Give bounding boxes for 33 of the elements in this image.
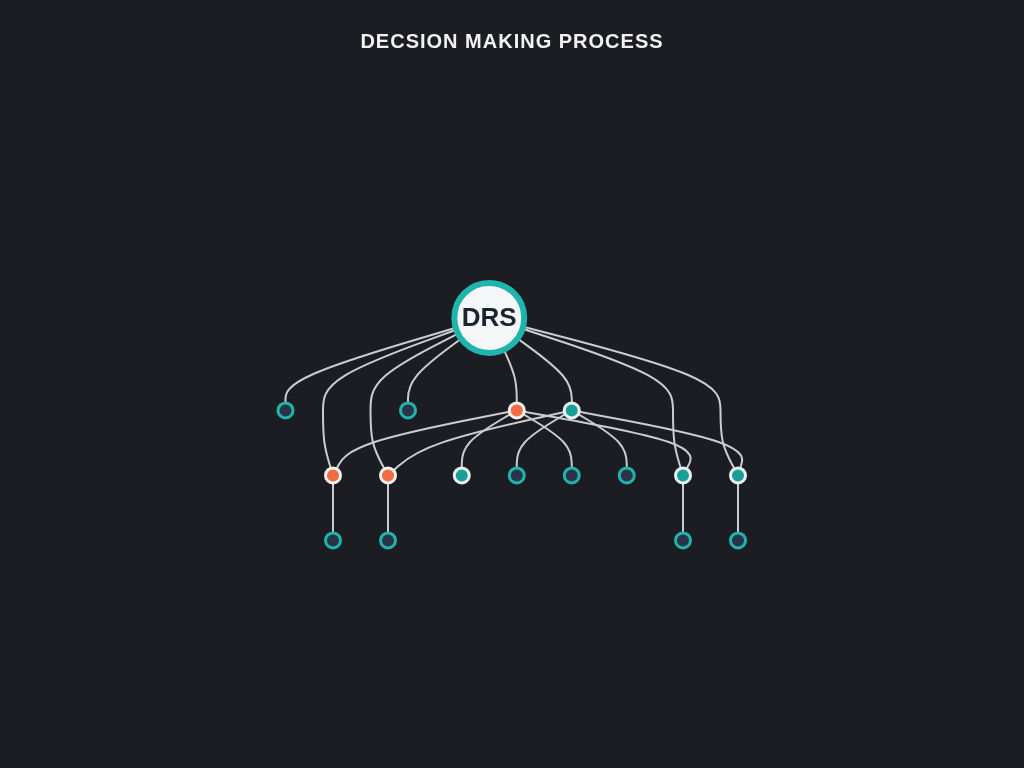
node-circle — [379, 465, 398, 484]
node-circle — [729, 530, 748, 549]
node-circle — [508, 400, 526, 419]
node-circle — [453, 465, 471, 484]
connector — [516, 412, 567, 469]
node-circle — [508, 465, 526, 484]
connector — [737, 481, 740, 534]
connector — [578, 410, 744, 469]
node-circle — [324, 465, 343, 484]
node-circle — [674, 530, 693, 549]
node-circle — [379, 530, 398, 549]
node-circle — [276, 400, 295, 419]
connector — [522, 412, 573, 469]
node-circle — [563, 465, 581, 484]
connector — [682, 481, 685, 534]
connector — [387, 481, 390, 534]
connector — [322, 328, 458, 469]
node-circle — [674, 465, 693, 484]
node-circle — [729, 465, 748, 484]
connector — [521, 327, 683, 469]
node-circle: DRS — [451, 279, 528, 356]
connector — [332, 481, 335, 534]
connector — [461, 412, 512, 469]
connector — [523, 410, 692, 470]
connector — [335, 410, 511, 470]
connector — [392, 410, 566, 471]
connector — [522, 325, 736, 470]
node-circle — [563, 400, 581, 419]
node-circle — [324, 530, 343, 549]
diagram-title: DECSION MAKING PROCESS — [359, 30, 665, 53]
node-circle — [618, 465, 636, 484]
node-circle — [399, 400, 418, 419]
connector — [577, 412, 628, 469]
